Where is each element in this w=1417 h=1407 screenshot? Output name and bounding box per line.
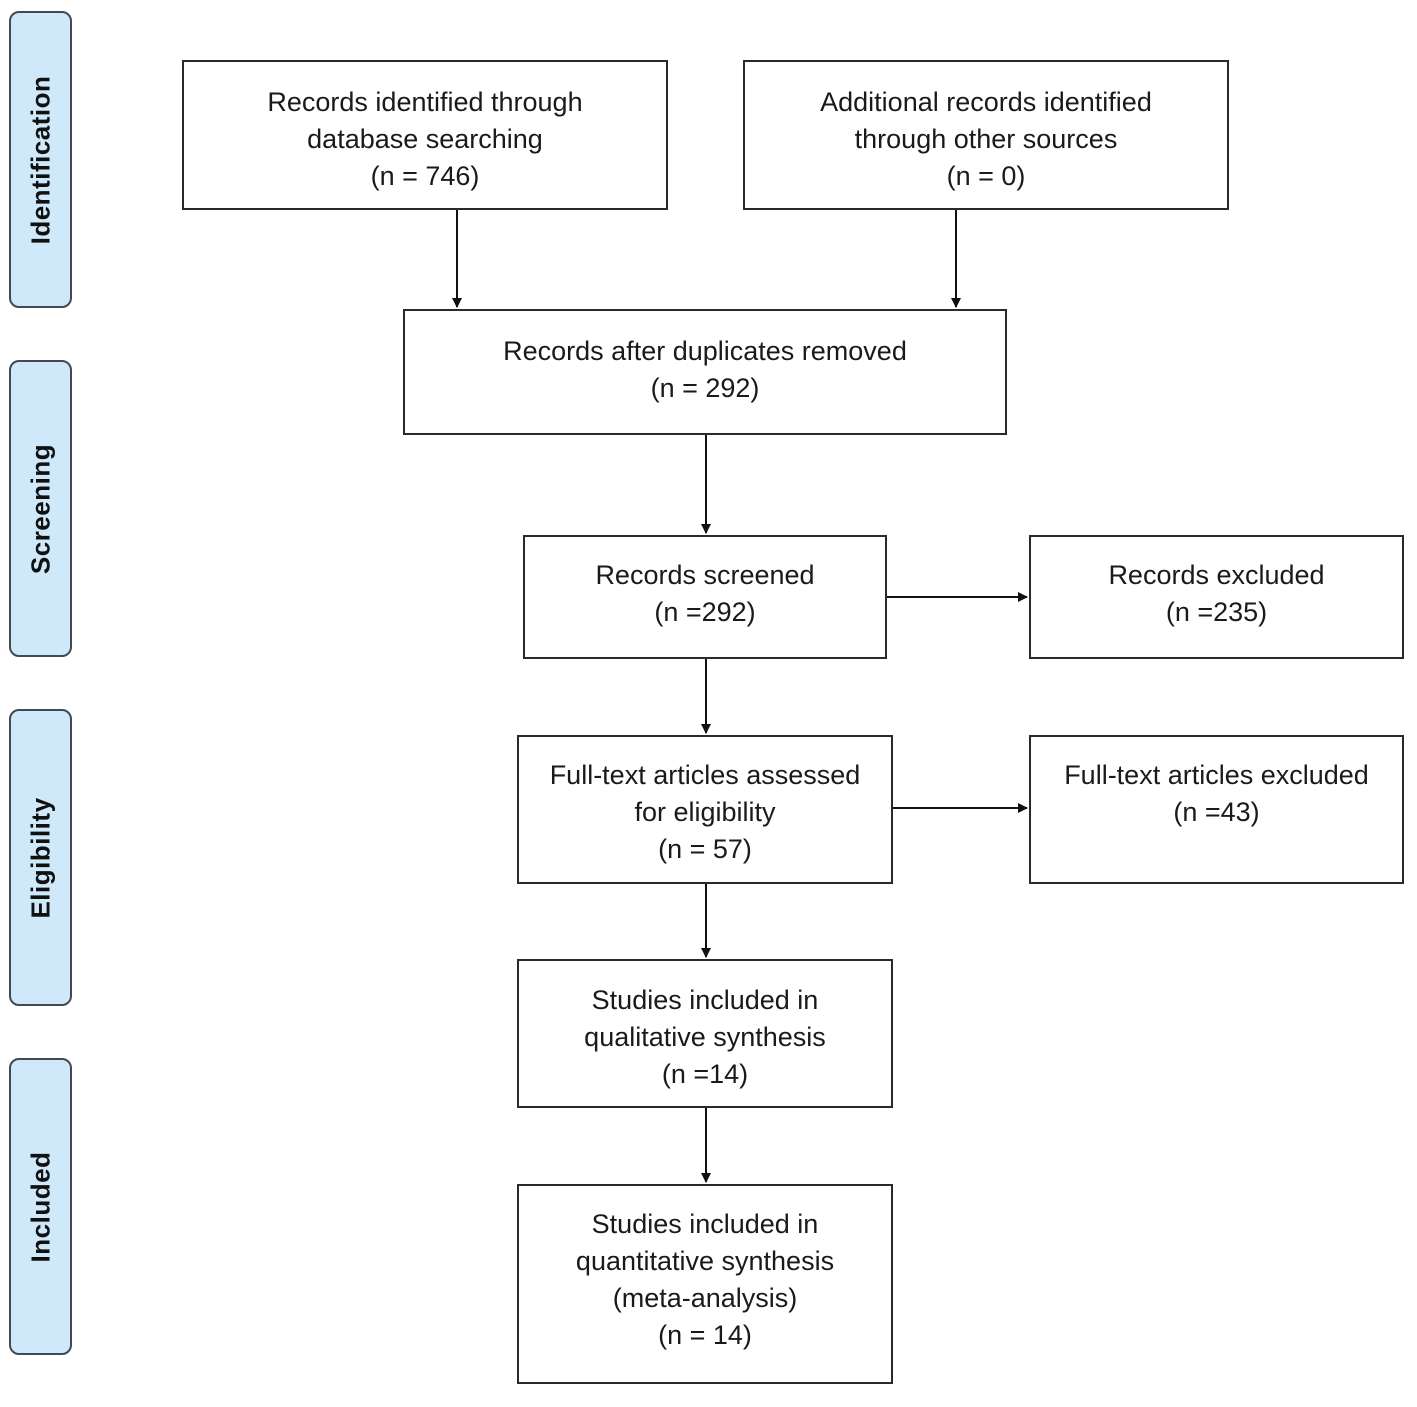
- stage-included: Included: [9, 1058, 72, 1355]
- box-line: (n =14): [661, 1059, 749, 1089]
- box-line: (n = 57): [658, 834, 752, 864]
- box-records-excluded: Records excluded (n =235): [1029, 535, 1404, 659]
- box-line: (n =43): [1173, 797, 1260, 827]
- box-records-screened: Records screened (n =292): [523, 535, 887, 659]
- box-line: (n = 14): [658, 1320, 752, 1350]
- box-line: Records identified through: [267, 87, 583, 117]
- box-line: Additional records identified: [820, 87, 1152, 117]
- box-line: Studies included in: [591, 1209, 819, 1239]
- stage-screening: Screening: [9, 360, 72, 657]
- box-line: for eligibility: [634, 797, 776, 827]
- box-fulltext-assessed: Full-text articles assessed for eligibil…: [517, 735, 893, 884]
- box-records-after-duplicates-removed: Records after duplicates removed (n = 29…: [403, 309, 1007, 435]
- box-line: Full-text articles assessed: [549, 760, 861, 790]
- box-line: (n =292): [654, 597, 756, 627]
- box-line: (n = 292): [650, 373, 760, 403]
- box-line: Full-text articles excluded: [1064, 760, 1369, 790]
- box-line: (n =235): [1165, 597, 1268, 627]
- box-line: Studies included in: [591, 985, 819, 1015]
- box-records-identified-database: Records identified through database sear…: [182, 60, 668, 210]
- stage-identification: Identification: [9, 11, 72, 308]
- box-line: Records excluded: [1108, 560, 1325, 590]
- stage-eligibility: Eligibility: [9, 709, 72, 1006]
- box-line: quantitative synthesis: [575, 1246, 835, 1276]
- box-additional-records-other-sources: Additional records identified through ot…: [743, 60, 1229, 210]
- box-line: Records screened: [595, 560, 815, 590]
- box-line: (meta-analysis): [612, 1283, 798, 1313]
- box-fulltext-excluded: Full-text articles excluded (n =43): [1029, 735, 1404, 884]
- box-line: (n = 0): [946, 161, 1026, 191]
- box-line: database searching: [307, 124, 543, 154]
- box-studies-quantitative: Studies included in quantitative synthes…: [517, 1184, 893, 1384]
- box-studies-qualitative: Studies included in qualitative synthesi…: [517, 959, 893, 1108]
- box-line: through other sources: [854, 124, 1118, 154]
- box-line: (n = 746): [370, 161, 480, 191]
- box-line: Records after duplicates removed: [503, 336, 907, 366]
- box-line: qualitative synthesis: [584, 1022, 826, 1052]
